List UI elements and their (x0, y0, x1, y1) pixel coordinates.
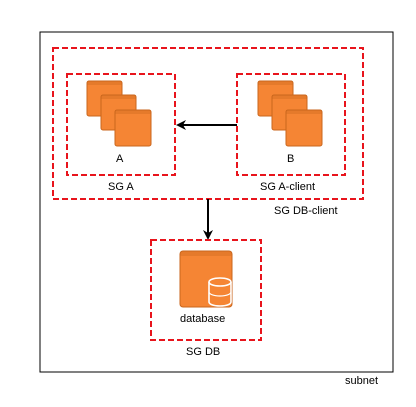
sg-db-client-label: SG DB-client (274, 205, 338, 217)
sg-a-boundary (66, 73, 176, 176)
sg-db-label: SG DB (186, 346, 220, 358)
sg-a-client-label: SG A-client (260, 181, 315, 193)
subnet-boundary (39, 31, 394, 373)
subnet-label: subnet (345, 375, 378, 387)
instance-b-label: B (287, 153, 294, 165)
database-server-icon[interactable] (179, 250, 233, 308)
ec2-instances-stack-icon[interactable] (257, 80, 323, 147)
instance-a-label: A (116, 153, 124, 165)
ec2-instances-stack-icon[interactable] (86, 80, 152, 147)
sg-a-label: SG A (108, 181, 134, 193)
database-label: database (180, 313, 225, 325)
sg-db-boundary (150, 239, 262, 341)
sg-a-client-boundary (236, 73, 346, 176)
